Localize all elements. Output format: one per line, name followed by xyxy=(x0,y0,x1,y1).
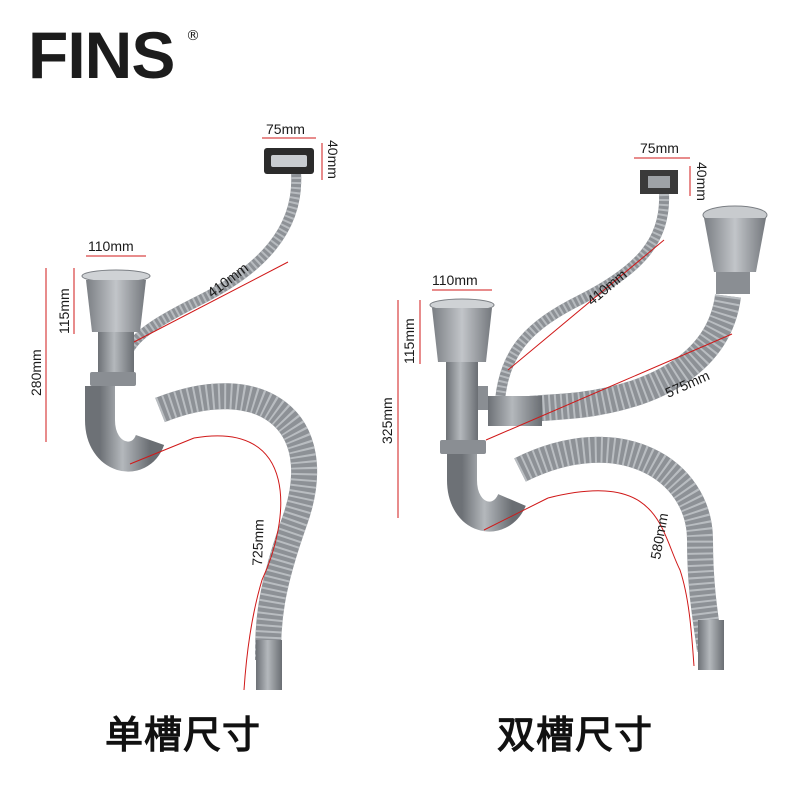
double-dim-drain-hose: 580mm xyxy=(647,512,671,561)
single-dim-strainer-width: 110mm xyxy=(88,238,134,254)
single-dim-overflow-height: 40mm xyxy=(325,140,341,179)
double-trap xyxy=(447,454,526,532)
single-drain-hose xyxy=(155,383,318,661)
brand-logo: FINS xyxy=(28,18,175,92)
double-drain-hose xyxy=(514,436,723,652)
single-sink-assembly xyxy=(81,148,318,690)
registered-mark: ® xyxy=(186,28,200,44)
double-tee-joint xyxy=(488,396,542,426)
single-dim-total-height: 280mm xyxy=(28,349,44,396)
single-strainer-basket xyxy=(86,280,146,332)
double-sink-dimensions xyxy=(397,157,733,667)
double-left-strainer-basket xyxy=(432,308,492,362)
double-sink-caption: 双槽尺寸 xyxy=(497,713,654,757)
single-dim-overflow-hose: 410mm xyxy=(204,260,251,301)
double-drain-end xyxy=(698,620,724,670)
single-dim-overflow-width: 75mm xyxy=(266,121,305,137)
single-dim-drain-hose: 725mm xyxy=(249,519,267,566)
double-dim-overflow-hose: 410mm xyxy=(584,266,630,308)
single-trap xyxy=(85,386,165,472)
single-drain-end xyxy=(256,640,282,690)
single-dim-strainer-height: 115mm xyxy=(56,288,72,334)
double-dim-total-height: 325mm xyxy=(379,397,395,444)
double-dim-overflow-height: 40mm xyxy=(694,162,710,201)
single-overflow-hose xyxy=(123,171,302,355)
double-dim-overflow-width: 75mm xyxy=(640,140,679,156)
double-sink-assembly xyxy=(429,170,768,670)
double-dim-strainer-width: 110mm xyxy=(432,272,478,288)
single-sink-dimensions xyxy=(45,137,323,691)
single-sink-caption: 单槽尺寸 xyxy=(105,713,262,757)
double-dim-strainer-height: 115mm xyxy=(401,318,417,364)
double-right-strainer-basket xyxy=(704,218,766,272)
